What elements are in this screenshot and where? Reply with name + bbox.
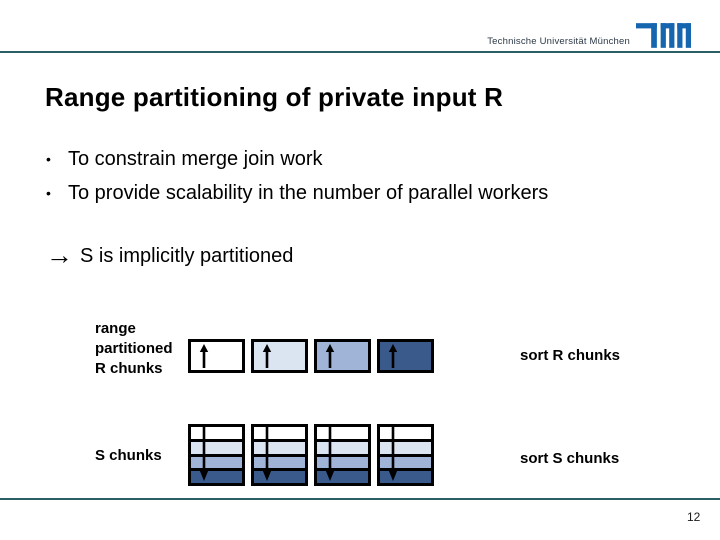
arrow-up-icon [262,344,272,368]
s-chunk-stripe [191,427,242,439]
s-chunk-stripe [254,441,305,454]
arrow-down-icon [325,427,335,481]
s-chunk-stripe [317,441,368,454]
arrow-up-icon [199,344,209,368]
note-text: S is implicitly partitioned [80,245,294,267]
arrow-down-icon [262,427,272,481]
bullet-list: • To constrain merge join work • To prov… [46,148,548,216]
stripe-divider [191,453,242,457]
s-chunk-stripe [380,427,431,439]
s-chunk-stripe [254,427,305,439]
arrow-down-icon [388,427,398,481]
stripe-divider [254,438,305,442]
arrow-up-icon [388,344,398,368]
stripe-divider [254,468,305,472]
stripe-divider [380,468,431,472]
footer-divider [0,498,720,500]
tum-logo-icon [636,23,691,48]
s-chunk-stripe [254,456,305,469]
s-chunk-box [314,424,371,486]
stripe-divider [380,453,431,457]
bullet-icon: • [46,185,51,201]
page-title: Range partitioning of private input R [45,82,504,112]
arrow-down-icon [199,427,209,481]
s-chunk-stripe [317,456,368,469]
r-chunk-box [251,339,308,373]
s-chunks-label: S chunks [95,447,162,464]
stripe-divider [380,438,431,442]
r-chunk-box [377,339,434,373]
stripe-divider [254,453,305,457]
institution-name: Technische Universität München [487,36,630,47]
s-chunk-stripe [380,441,431,454]
s-chunk-stripe [254,471,305,483]
s-chunk-stripe [317,471,368,483]
s-chunk-box [377,424,434,486]
s-chunk-box [251,424,308,486]
s-chunk-box [188,424,245,486]
stripe-divider [317,438,368,442]
s-chunk-stripe [191,471,242,483]
sort-s-caption: sort S chunks [520,450,620,467]
page-number: 12 [687,510,701,524]
arrow-up-icon [325,344,335,368]
r-chunks-label: range partitioned R chunks [95,320,173,377]
implication-note: → S is implicitly partitioned [46,240,294,270]
sort-r-caption: sort R chunks [520,347,621,364]
s-chunk-stripe [191,441,242,454]
bullet-text: To provide scalability in the number of … [68,182,549,204]
list-item: • To constrain merge join work [46,148,548,171]
s-chunk-stripe [317,427,368,439]
right-arrow-icon: → [46,240,73,270]
header-divider [0,51,720,53]
r-chunk-box [314,339,371,373]
s-chunk-row [188,424,434,486]
stripe-divider [191,438,242,442]
s-chunk-stripe [380,471,431,483]
bullet-icon: • [46,151,51,167]
stripe-divider [317,453,368,457]
stripe-divider [317,468,368,472]
r-chunk-row [188,339,434,373]
bullet-text: To constrain merge join work [68,148,323,170]
s-chunk-stripe [380,456,431,469]
list-item: • To provide scalability in the number o… [46,182,548,205]
stripe-divider [191,468,242,472]
r-chunk-box [188,339,245,373]
s-chunk-stripe [191,456,242,469]
